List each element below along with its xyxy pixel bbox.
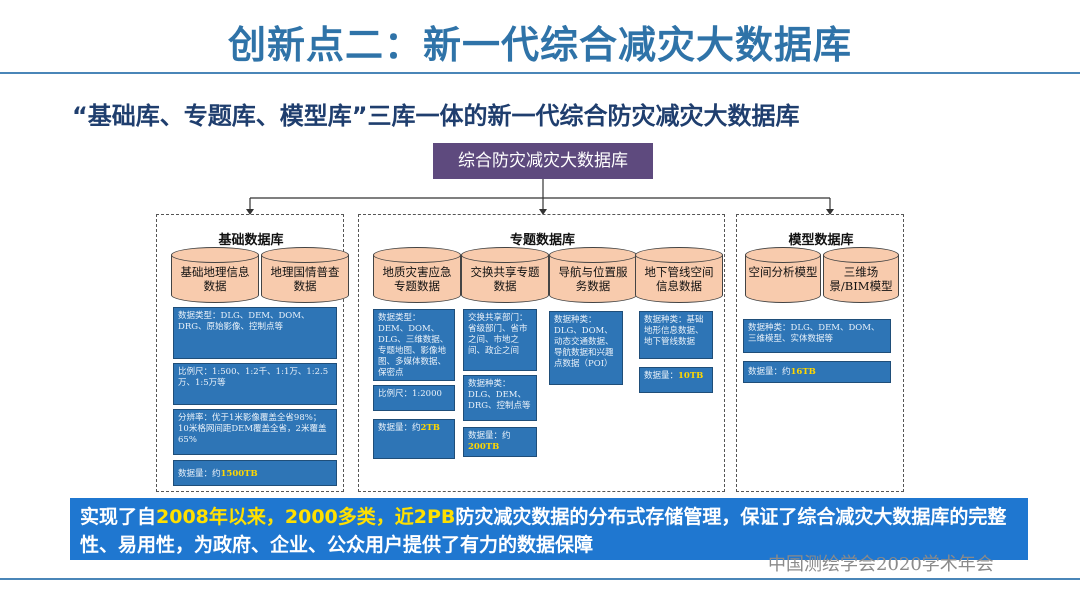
basic-scale-box: 比例尺：1:500、1:2千、1:1万、1:2.5万、1:5万等 bbox=[173, 363, 337, 405]
navigation-types-box: 数据种类：DLG、DOM、动态交通数据、导航数据和兴趣点数据（POI） bbox=[549, 311, 623, 385]
cylinder-3d-bim-model: 三维场景/BIM模型 bbox=[823, 247, 899, 303]
title-divider bbox=[0, 72, 1080, 74]
slide-subtitle: “基础库、专题库、模型库”三库一体的新一代综合防灾减灾大数据库 bbox=[72, 102, 800, 130]
model-database-group: 模型数据库 空间分析模型 三维场景/BIM模型 数据种类：DLG、DEM、DOM… bbox=[736, 214, 904, 492]
geohazard-volume-box: 数据量：约2TB bbox=[373, 419, 455, 459]
basic-data-types-box: 数据类型：DLG、DEM、DOM、DRG、原始影像、控制点等 bbox=[173, 307, 337, 359]
basic-resolution-box: 分辨率：优于1米影像覆盖全省98%；10米格网间距DEM覆盖全省，2米覆盖65% bbox=[173, 409, 337, 455]
basic-volume-box: 数据量：约1500TB bbox=[173, 460, 337, 486]
summary-banner: 实现了自2008年以来，2000多类，近2PB防灾减灾数据的分布式存储管理，保证… bbox=[70, 498, 1028, 560]
pipeline-types-box: 数据种类：基础地形信息数据、地下管线数据 bbox=[639, 311, 713, 359]
thematic-database-title: 专题数据库 bbox=[509, 233, 575, 248]
model-types-box: 数据种类：DLG、DEM、DOM、三维模型、实体数据等 bbox=[743, 319, 891, 353]
geohazard-scale-box: 比例尺：1:2000 bbox=[373, 385, 455, 411]
conference-footer: 中国测绘学会2020学术年会 bbox=[768, 554, 994, 575]
cylinder-national-census-data: 地理国情普查数据 bbox=[261, 247, 349, 303]
exchange-volume-box: 数据量：约200TB bbox=[463, 427, 537, 457]
cylinder-geohazard-data: 地质灾害应急专题数据 bbox=[373, 247, 461, 303]
root-database-node: 综合防灾减灾大数据库 bbox=[433, 143, 653, 179]
geohazard-types-box: 数据类型：DEM、DOM、DLG、三维数据、专题地图、影像地图、多媒体数据、保密… bbox=[373, 309, 455, 381]
cylinder-basic-geo-data: 基础地理信息数据 bbox=[171, 247, 259, 303]
cylinder-exchange-share-data: 交换共享专题数据 bbox=[461, 247, 549, 303]
bottom-divider bbox=[0, 578, 1080, 580]
basic-database-group: 基础数据库 基础地理信息数据 地理国情普查数据 数据类型：DLG、DEM、DOM… bbox=[156, 214, 349, 492]
exchange-types-box: 数据种类：DLG、DEM、DRG、控制点等 bbox=[463, 375, 537, 421]
cylinder-underground-pipeline-data: 地下管线空间信息数据 bbox=[635, 247, 723, 303]
cylinder-spatial-analysis-model: 空间分析模型 bbox=[745, 247, 821, 303]
model-database-title: 模型数据库 bbox=[788, 233, 854, 248]
basic-database-title: 基础数据库 bbox=[218, 233, 284, 248]
slide-title: 创新点二：新一代综合减灾大数据库 bbox=[227, 23, 852, 67]
cylinder-navigation-data: 导航与位置服务数据 bbox=[549, 247, 637, 303]
exchange-sources-box: 交换共享部门：省级部门、省市之间、市地之间、政企之间 bbox=[463, 309, 537, 371]
thematic-database-group: 专题数据库 地质灾害应急专题数据 交换共享专题数据 导航与位置服务数据 地下管线… bbox=[358, 214, 725, 492]
model-volume-box: 数据量：约16TB bbox=[743, 361, 891, 383]
pipeline-volume-box: 数据量：10TB bbox=[639, 367, 713, 393]
